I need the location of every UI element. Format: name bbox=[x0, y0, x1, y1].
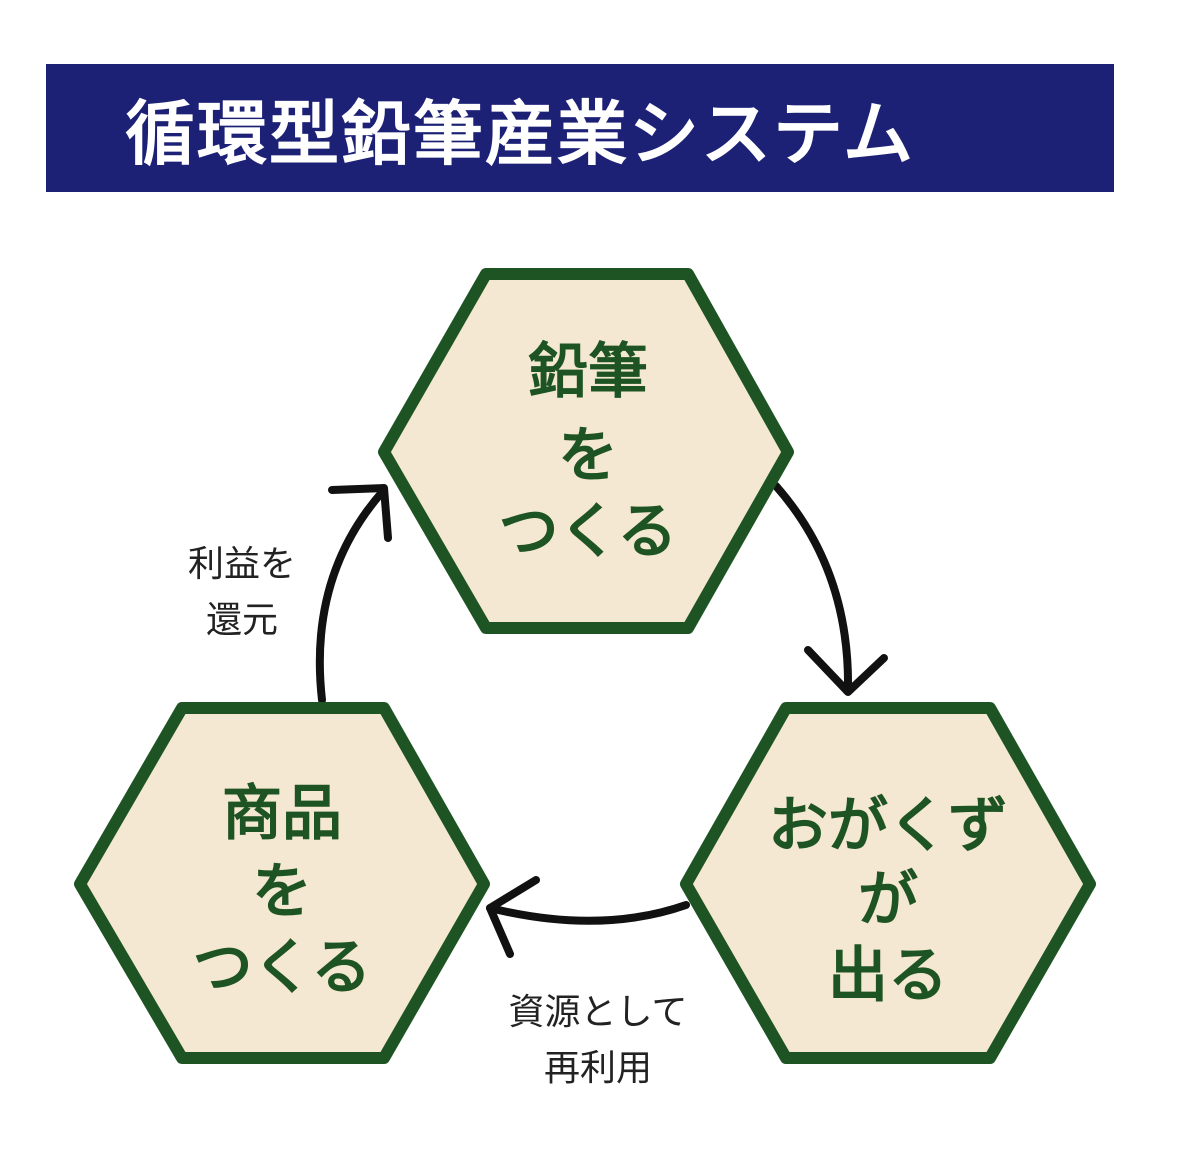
arrow-label-product-to-pencil-line-1: 利益を bbox=[188, 544, 296, 585]
node-pencil: 鉛筆 を つくる bbox=[378, 268, 794, 634]
node-shavings: おがくず が 出る bbox=[680, 702, 1096, 1064]
diagram-title: 循環型鉛筆産業システム bbox=[125, 92, 915, 175]
arrow-product-to-pencil bbox=[315, 484, 392, 704]
node-product-line-1: 商品 bbox=[222, 779, 342, 849]
node-product-line-2: を bbox=[252, 857, 312, 927]
node-pencil-line-2: を bbox=[558, 421, 618, 491]
node-product-line-3: つくる bbox=[193, 933, 372, 1003]
node-shavings-line-2: が bbox=[858, 865, 918, 935]
title-banner: 循環型鉛筆産業システム bbox=[46, 64, 1114, 192]
node-pencil-line-1: 鉛筆 bbox=[528, 337, 648, 407]
node-shavings-line-3: 出る bbox=[828, 941, 948, 1011]
node-shavings-line-1: おがくず bbox=[768, 791, 1008, 861]
arrow-label-shavings-to-product-line-1: 資源として bbox=[509, 992, 688, 1033]
arrow-label-product-to-pencil-line-2: 還元 bbox=[206, 600, 278, 641]
node-product: 商品 を つくる bbox=[74, 702, 490, 1064]
hexagon-shape bbox=[378, 268, 794, 634]
node-pencil-line-3: つくる bbox=[499, 497, 678, 567]
hexagon-shape bbox=[74, 702, 490, 1064]
arrow-pencil-to-shavings bbox=[772, 482, 888, 696]
arrow-shavings-to-product bbox=[486, 876, 690, 958]
arrow-label-shavings-to-product-line-2: 再利用 bbox=[544, 1048, 652, 1089]
hexagon-shape bbox=[680, 702, 1096, 1064]
